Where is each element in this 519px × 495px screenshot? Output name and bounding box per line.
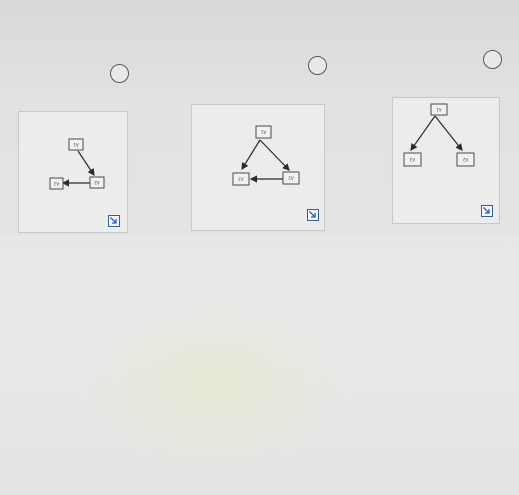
expand-diagram-button-option-2[interactable] — [307, 209, 319, 221]
svg-text:A3: A3 — [409, 157, 415, 162]
svg-text:A1: A1 — [436, 107, 442, 112]
option-1-node-a3: A3 — [49, 177, 64, 190]
option-1-node-a1: A1 — [68, 138, 84, 151]
option-2-node-a2: A2 — [282, 171, 300, 185]
svg-text:A2: A2 — [288, 176, 294, 181]
option-1-node-a2: A2 — [89, 176, 105, 189]
option-3-node-a1: A1 — [430, 103, 448, 116]
option-1-diagram: A1 A2 A3 — [18, 111, 128, 233]
radio-option-1[interactable] — [110, 64, 129, 83]
svg-text:A1: A1 — [73, 142, 79, 147]
option-3-diagram: A1 A3 A2 — [392, 97, 500, 224]
option-3-node-a2: A2 — [456, 152, 475, 167]
radio-option-3[interactable] — [483, 50, 502, 69]
option-3-edge-a1-a2 — [434, 115, 463, 151]
svg-text:A3: A3 — [53, 181, 59, 186]
expand-diagram-icon — [309, 211, 316, 218]
option-2-edge-a1-a2 — [259, 139, 290, 171]
expand-diagram-icon — [110, 217, 117, 224]
radio-option-2[interactable] — [308, 56, 327, 75]
option-1-graph: A1 A2 A3 — [49, 138, 105, 190]
svg-text:A2: A2 — [462, 157, 468, 162]
option-3-edge-a1-a3 — [410, 115, 436, 151]
option-3-graph: A1 A3 A2 — [403, 103, 475, 167]
svg-text:A1: A1 — [260, 130, 266, 135]
option-2-node-a3: A3 — [232, 172, 250, 186]
option-2-node-a1: A1 — [255, 125, 272, 139]
option-1-edge-a1-a2 — [77, 150, 95, 176]
expand-diagram-button-option-1[interactable] — [108, 215, 120, 227]
option-3-node-a3: A3 — [403, 152, 422, 167]
svg-text:A3: A3 — [238, 177, 244, 182]
option-2-diagram: A1 A2 A3 — [191, 104, 325, 231]
expand-diagram-icon — [483, 207, 490, 214]
svg-text:A2: A2 — [94, 180, 100, 185]
option-2-edge-a1-a3 — [241, 139, 261, 171]
option-2-graph: A1 A2 A3 — [232, 125, 300, 186]
expand-diagram-button-option-3[interactable] — [481, 205, 493, 217]
